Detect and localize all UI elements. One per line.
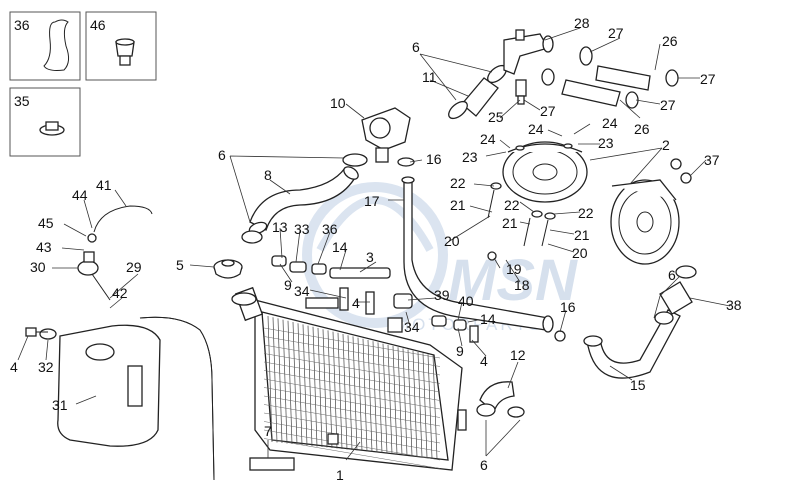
thermostat-housing [361,107,415,167]
upper-radiator-hose [241,153,368,244]
callout-40: 40 [458,293,474,309]
callout-23: 23 [462,149,478,165]
callout-37: 37 [704,152,720,168]
callout-39: 39 [434,287,450,303]
callout-22: 22 [578,205,594,221]
inset-box-46: 46 [85,11,157,81]
callout-20: 20 [444,233,460,249]
callout-27: 27 [608,25,624,41]
callout-3: 3 [366,249,374,265]
small-hoses [541,46,679,109]
fan-grommets [670,158,692,184]
callout-4: 4 [10,359,18,375]
callout-21: 21 [450,197,466,213]
callout-2: 2 [662,137,670,153]
callout-26: 26 [662,33,678,49]
water-fitting-28 [503,29,554,75]
watermark-main: MSN [448,248,578,313]
callout-4: 4 [352,295,360,311]
hose-12 [476,381,525,418]
cooling-fan-right [610,179,680,265]
callout-7: 7 [264,423,272,439]
callout-44: 44 [72,187,88,203]
filler-cap-30 [77,251,111,301]
inset-box-35: 35 [9,87,81,157]
leader-lines [17,27,731,461]
callout-33: 33 [294,221,310,237]
callout-1: 1 [336,467,344,483]
adhesive-pad-7 [249,457,295,471]
callout-9: 9 [456,343,464,359]
callout-41: 41 [96,177,112,193]
callout-labels: 28 27 26 27 27 26 6 11 27 25 24 24 24 23… [10,15,742,483]
callout-29: 29 [126,259,142,275]
callout-27: 27 [700,71,716,87]
callout-21: 21 [574,227,590,243]
inset-box-36: 36 [9,11,81,81]
callout-27: 27 [540,103,556,119]
callout-6: 6 [480,457,488,473]
callout-28: 28 [574,15,590,31]
callout-20: 20 [572,245,588,261]
callout-15: 15 [630,377,646,393]
callout-34: 34 [404,319,420,335]
callout-6: 6 [218,147,226,163]
callout-8: 8 [264,167,272,183]
callout-31: 31 [52,397,68,413]
callout-36: 36 [322,221,338,237]
callout-42: 42 [112,285,128,301]
callout-30: 30 [30,259,46,275]
callout-34: 34 [294,283,310,299]
callout-16: 16 [560,299,576,315]
callout-14: 14 [480,311,496,327]
overflow-hose-29 [139,316,215,481]
callout-32: 32 [38,359,54,375]
callout-13: 13 [272,219,288,235]
callout-23: 23 [598,135,614,151]
radiator [231,286,467,471]
callout-12: 12 [510,347,526,363]
radiator-cap [213,259,243,279]
expansion-tank [39,324,161,447]
callout-38: 38 [726,297,742,313]
callout-17: 17 [364,193,380,209]
callout-22: 22 [504,197,520,213]
fan-bolts [487,182,556,247]
callout-5: 5 [176,257,184,273]
callout-6: 6 [412,39,420,55]
thermostat-outlet-hose [448,64,507,120]
bypass-hose [401,176,554,333]
callout-45: 45 [38,215,54,231]
cooling-fan-left [502,141,588,203]
callout-6: 6 [668,267,676,283]
callout-21: 21 [502,215,518,231]
bolt-4-left [25,327,48,337]
inset-label-35: 35 [14,93,30,109]
callout-27: 27 [660,97,676,113]
inset-label-36: 36 [14,17,30,33]
callout-11: 11 [422,69,437,85]
water-pipe-15 [583,309,681,379]
breather-hose-41 [87,205,153,243]
callout-9: 9 [284,277,292,293]
callout-18: 18 [514,277,530,293]
callout-24: 24 [480,131,496,147]
callout-22: 22 [450,175,466,191]
hose-38 [654,265,697,325]
fittings-center [271,251,566,343]
callout-4: 4 [480,353,488,369]
callout-26: 26 [634,121,650,137]
callout-19: 19 [506,261,522,277]
callout-24: 24 [528,121,544,137]
callout-25: 25 [488,109,504,125]
callout-24: 24 [602,115,618,131]
callout-16: 16 [426,151,442,167]
callout-10: 10 [330,95,346,111]
hose-clamp-icon [43,19,70,71]
callout-43: 43 [36,239,52,255]
callout-14: 14 [332,239,348,255]
inset-label-46: 46 [90,17,106,33]
